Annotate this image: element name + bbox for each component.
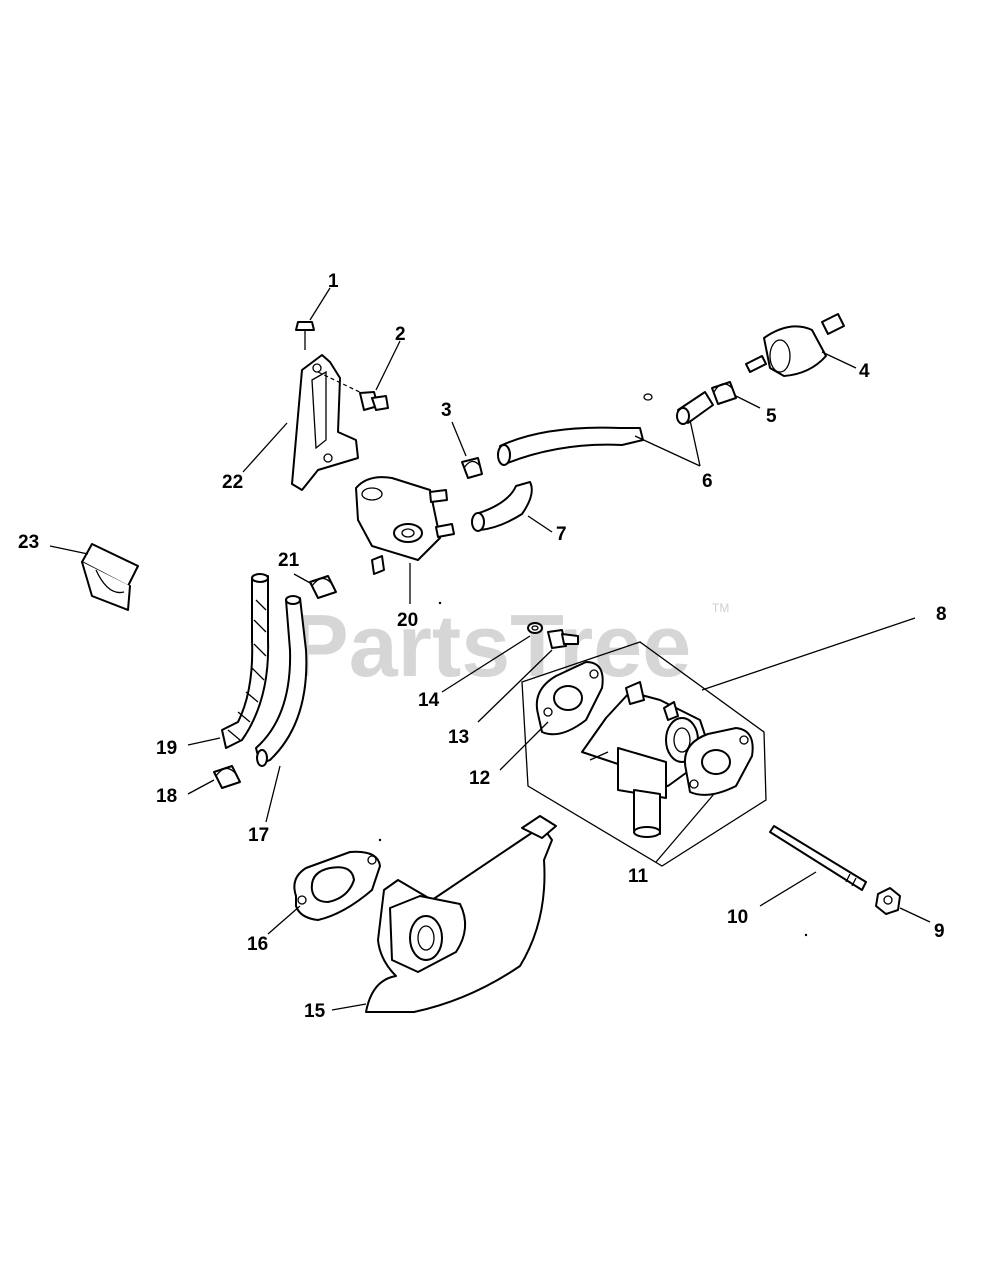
part-10-stud[interactable] [769,825,867,891]
leader-5 [735,395,761,409]
leader-16 [267,905,301,935]
part-18-clamp[interactable] [213,765,241,789]
part-9-nut[interactable] [875,887,901,915]
part-3-clamp[interactable] [461,457,483,479]
leader-10 [759,871,817,907]
stray-dot [804,933,808,937]
callout-7: 7 [556,524,567,545]
part-5-clamp[interactable] [711,381,737,405]
callout-16: 16 [247,934,268,955]
callout-10: 10 [727,907,748,928]
carburetor-body[interactable] [581,681,711,838]
part-13-screw[interactable] [547,629,579,649]
callout-1: 1 [328,271,339,292]
leader-15 [331,1003,367,1011]
part-14-washer[interactable] [527,622,543,634]
stray-dot [378,838,382,842]
leader-12 [499,721,549,771]
small-o-ring [643,393,653,401]
leader-14 [441,635,531,693]
leader-23 [49,545,89,555]
leader-11 [655,793,715,863]
part-1-bolt[interactable] [295,321,315,350]
stray-dot [438,601,442,605]
part-12-gasket[interactable] [535,661,604,736]
callout-22: 22 [222,472,243,493]
leader-6a [634,435,701,467]
callout-21: 21 [278,550,300,571]
callout-20: 20 [397,610,418,631]
leader-9 [899,907,931,923]
leader-7 [527,515,553,533]
callout-3: 3 [441,400,452,421]
callout-18: 18 [156,786,177,807]
part-17-hose[interactable] [255,595,308,767]
callout-9: 9 [934,921,945,942]
part-8-carburetor-kit[interactable] [521,641,767,867]
callout-14: 14 [418,690,440,711]
callout-12: 12 [469,768,490,789]
leader-4 [821,351,857,369]
part-6-hose-long[interactable] [497,426,644,466]
callout-4: 4 [859,361,870,382]
leader-2 [375,340,401,391]
callout-8: 8 [936,604,947,625]
callout-23: 23 [18,532,39,553]
leader-3 [451,421,467,457]
leader-1 [309,287,331,321]
callout-19: 19 [156,738,177,759]
part-7-hose[interactable] [471,481,533,532]
callout-5: 5 [766,406,777,427]
part-2-screw[interactable] [359,391,389,411]
leader-17 [265,765,281,823]
leader-22 [242,422,288,473]
watermark-text: PartsTree [290,596,691,695]
callout-15: 15 [304,1001,326,1022]
part-11-gasket[interactable] [684,727,754,796]
part-23-clip[interactable] [81,543,139,611]
callout-2: 2 [395,324,406,345]
part-16-gasket[interactable] [293,850,381,921]
callout-11: 11 [628,866,649,887]
part-20-fuel-pump[interactable] [355,476,455,575]
leader-18 [187,779,215,795]
leader-8 [701,617,916,691]
leader-19 [187,737,221,746]
callout-13: 13 [448,727,469,748]
part-6-hose-short[interactable] [676,391,714,425]
leader-6b [689,419,701,467]
callout-17: 17 [248,825,269,846]
leader-13 [477,649,553,723]
watermark-trademark: TM [712,601,729,615]
leader-21 [293,573,313,585]
part-15-intake-shroud[interactable] [365,815,557,1013]
part-21-clamp[interactable] [309,575,337,599]
part-22-bracket[interactable] [291,354,359,491]
part-19-braided-hose[interactable] [221,573,270,749]
part-4-fuel-filter[interactable] [745,313,845,377]
callout-6: 6 [702,471,713,492]
